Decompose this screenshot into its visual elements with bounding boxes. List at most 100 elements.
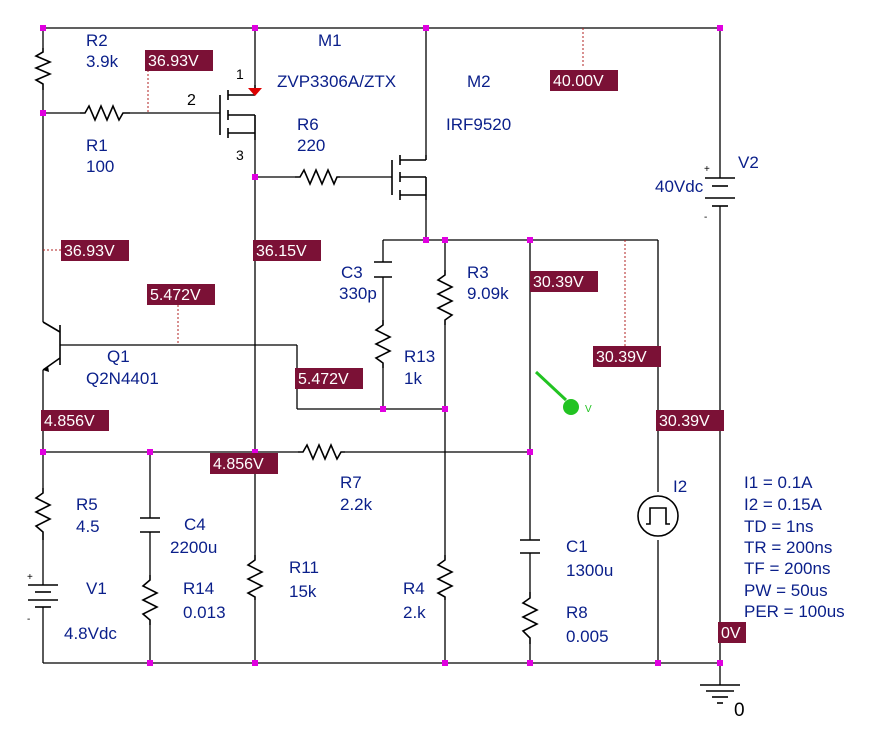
- v1-value: 4.8Vdc: [64, 624, 117, 643]
- m1-model: ZVP3306A/ZTX: [277, 72, 396, 91]
- capacitor-c4-symbol: [140, 517, 160, 533]
- r4-name: R4: [403, 579, 425, 598]
- r7-name: R7: [340, 473, 362, 492]
- r1-name: R1: [86, 136, 108, 155]
- capacitor-c1-symbol: [520, 539, 540, 554]
- svg-text:40.00V: 40.00V: [553, 73, 604, 90]
- i2-param-td: TD = 1ns: [744, 517, 813, 536]
- capacitor-c3-symbol: [374, 261, 392, 278]
- i2-param-pw: PW = 50us: [744, 581, 828, 600]
- v2-name: V2: [738, 153, 759, 172]
- svg-text:+: +: [704, 164, 710, 175]
- voltage-label-r2: 36.93V: [145, 50, 213, 71]
- ground-symbol: 0: [700, 684, 745, 721]
- r5-name: R5: [76, 495, 98, 514]
- c4-value: 2200u: [170, 538, 217, 557]
- voltage-label-r11-top: 4.856V: [210, 453, 278, 474]
- r3-name: R3: [467, 263, 489, 282]
- voltage-probe-marker[interactable]: V: [534, 370, 592, 415]
- resistor-r7-symbol: [298, 442, 345, 462]
- q1-name: Q1: [107, 347, 130, 366]
- voltage-probe-label: V: [585, 404, 592, 415]
- i2-param-per: PER = 100us: [744, 602, 845, 621]
- r13-value: 1k: [404, 369, 422, 388]
- voltage-label-r13: 5.472V: [295, 368, 363, 389]
- ground-label: 0: [734, 700, 745, 721]
- r6-name: R6: [297, 115, 319, 134]
- v2-value: 40Vdc: [655, 177, 704, 196]
- r13-name: R13: [404, 347, 435, 366]
- m1-pin-gate: 2: [187, 92, 196, 109]
- voltage-label-q1-base: 5.472V: [147, 284, 215, 305]
- svg-text:+: +: [27, 572, 33, 583]
- i2-param-i2: I2 = 0.15A: [744, 495, 823, 514]
- voltage-label-i2-right: 30.39V: [656, 410, 724, 431]
- voltage-label-ground: 0V: [718, 622, 746, 643]
- i2-parameters: I1 = 0.1A I2 = 0.15A TD = 1ns TR = 200ns…: [744, 473, 845, 621]
- battery-v1-symbol: + -: [27, 572, 58, 625]
- voltage-label-m1-source: 36.15V: [253, 240, 321, 261]
- svg-text:30.39V: 30.39V: [596, 349, 647, 366]
- i2-name: I2: [673, 477, 687, 496]
- r1-value: 100: [86, 157, 114, 176]
- voltage-labels: 36.93V 40.00V 36.93V 36.15V 30.39V 5.472…: [41, 50, 746, 643]
- wires: [42, 27, 721, 685]
- m2-model: IRF9520: [446, 115, 511, 134]
- svg-text:4.856V: 4.856V: [44, 413, 95, 430]
- r14-value: 0.013: [183, 603, 226, 622]
- resistor-r5-symbol: [34, 488, 52, 540]
- svg-text:4.856V: 4.856V: [213, 456, 264, 473]
- svg-text:0V: 0V: [721, 625, 741, 642]
- voltage-label-m2-drain: 30.39V: [530, 271, 598, 292]
- resistor-r3-symbol: [436, 270, 454, 325]
- c3-name: C3: [341, 263, 363, 282]
- resistor-r1-symbol: [80, 103, 130, 123]
- svg-text:5.472V: 5.472V: [150, 287, 201, 304]
- resistor-r14-symbol: [141, 575, 159, 625]
- r11-value: 15k: [289, 582, 317, 601]
- resistor-r6-symbol: [295, 167, 340, 187]
- c3-value: 330p: [339, 284, 377, 303]
- current-source-i2-symbol: [637, 495, 679, 537]
- battery-v2-symbol: + -: [704, 164, 735, 223]
- r3-value: 9.09k: [467, 284, 509, 303]
- svg-text:-: -: [27, 614, 30, 625]
- svg-text:5.472V: 5.472V: [298, 371, 349, 388]
- voltage-label-q1-collector: 36.93V: [61, 240, 129, 261]
- svg-text:36.15V: 36.15V: [256, 243, 307, 260]
- i2-param-tr: TR = 200ns: [744, 538, 832, 557]
- c1-value: 1300u: [566, 561, 613, 580]
- r2-value: 3.9k: [86, 52, 119, 71]
- m1-name: M1: [318, 31, 342, 50]
- m1-pin-source: 3: [236, 147, 244, 163]
- c1-name: C1: [566, 537, 588, 556]
- r5-value: 4.5: [76, 517, 100, 536]
- r11-name: R11: [289, 558, 319, 577]
- resistor-r2-symbol: [33, 48, 53, 90]
- pin-numbers: 2 1 3: [187, 66, 244, 163]
- r6-value: 220: [297, 136, 325, 155]
- voltage-leaders: [43, 28, 626, 346]
- r8-name: R8: [566, 603, 588, 622]
- q1-model: Q2N4401: [86, 369, 159, 388]
- m2-name: M2: [467, 72, 491, 91]
- r8-value: 0.005: [566, 627, 609, 646]
- resistor-r13-symbol: [374, 320, 392, 368]
- resistor-r4-symbol: [436, 555, 454, 600]
- mosfet-m1-symbol: [219, 85, 262, 140]
- voltage-label-q1-emitter: 4.856V: [41, 410, 109, 431]
- svg-text:-: -: [704, 212, 707, 223]
- r2-name: R2: [86, 31, 108, 50]
- voltage-label-top-right: 40.00V: [550, 70, 618, 91]
- nodes: [40, 25, 723, 666]
- transistor-q1-symbol: [42, 321, 61, 372]
- c4-name: C4: [184, 515, 206, 534]
- svg-text:36.93V: 36.93V: [148, 53, 199, 70]
- i2-param-tf: TF = 200ns: [744, 559, 830, 578]
- component-labels: R2 3.9k R1 100 M1 ZVP3306A/ZTX M2 IRF952…: [64, 31, 759, 646]
- r14-name: R14: [183, 579, 214, 598]
- voltage-label-i2-top: 30.39V: [593, 346, 661, 367]
- m1-pin-drain: 1: [236, 66, 244, 82]
